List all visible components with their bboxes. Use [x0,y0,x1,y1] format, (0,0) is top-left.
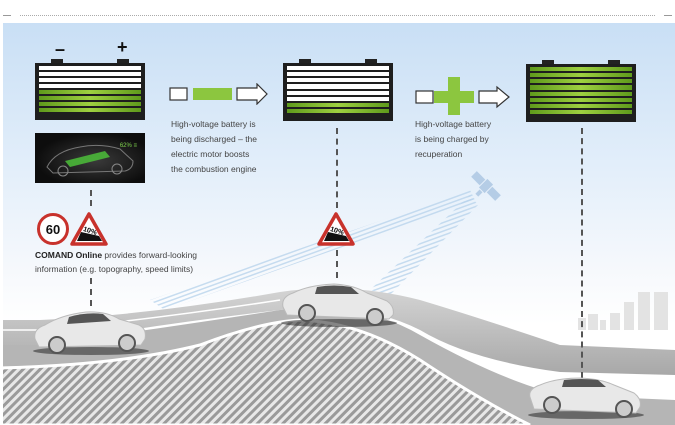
gradient-sign-1-label: 10% [82,226,98,237]
diagram-scene: – + 62% ≡ High-voltage battery is being … [3,23,675,425]
car-xray-icon [46,144,134,177]
connector-line-1b [90,278,92,306]
speed-limit-sign: 60 [37,213,69,245]
battery-stage-3 [526,60,636,122]
landscape [3,190,675,425]
battery-cells [530,67,632,114]
comand-caption: COMAND Online provides forward-looking i… [35,248,197,276]
gradient-sign-2: 10% [317,212,355,246]
car-1 [33,311,149,355]
satellite-icon [471,171,501,201]
signal-beam-1 [150,190,475,310]
divider-dash-right [664,15,672,16]
battery-stage-2 [283,59,393,121]
connector-line-2a [336,128,338,208]
caption-line: High-voltage battery [415,119,492,129]
divider-dash-left [3,15,11,16]
header-divider [0,15,675,17]
car-3 [528,377,644,419]
hybrid-car-display: 62% ≡ [35,133,145,183]
hill-cross-section [3,318,531,425]
charge-readout: 62% ≡ [119,143,137,149]
charge-caption: High-voltage battery is being charged by… [415,117,491,162]
caption-line: is being charged by [415,134,489,144]
charge-flow-symbol [415,77,510,115]
caption-line: being discharged – the [171,134,258,144]
signal-beam-2 [370,195,478,295]
city-skyline [578,292,668,330]
divider-dots [20,15,655,16]
gradient-sign-2-label: 10% [329,226,345,237]
connector-line-1a [90,190,92,206]
comand-brand: COMAND Online [35,250,103,260]
discharge-caption: High-voltage battery is being discharged… [171,117,257,177]
connector-line-3 [581,128,583,378]
comand-line-1: COMAND Online provides forward-looking [35,248,197,262]
connector-line-2b [336,250,338,278]
gradient-sign-1: 10% [70,212,108,246]
caption-line: recuperation [415,149,463,159]
plus-terminal-sign: + [117,37,128,57]
discharge-flow-symbol [169,83,268,105]
road-surface [3,288,675,375]
battery-cells [39,66,141,112]
car-2 [281,283,397,327]
comand-line-2: information (e.g. topography, speed limi… [35,264,194,274]
caption-line: electric motor boosts [171,149,250,159]
battery-cells [287,66,389,113]
caption-line: the combustion engine [171,164,257,174]
minus-terminal-sign: – [55,39,66,59]
comand-line-1-rest: provides forward-looking [102,250,198,260]
battery-stage-1 [35,59,145,120]
caption-line: High-voltage battery is [171,119,256,129]
